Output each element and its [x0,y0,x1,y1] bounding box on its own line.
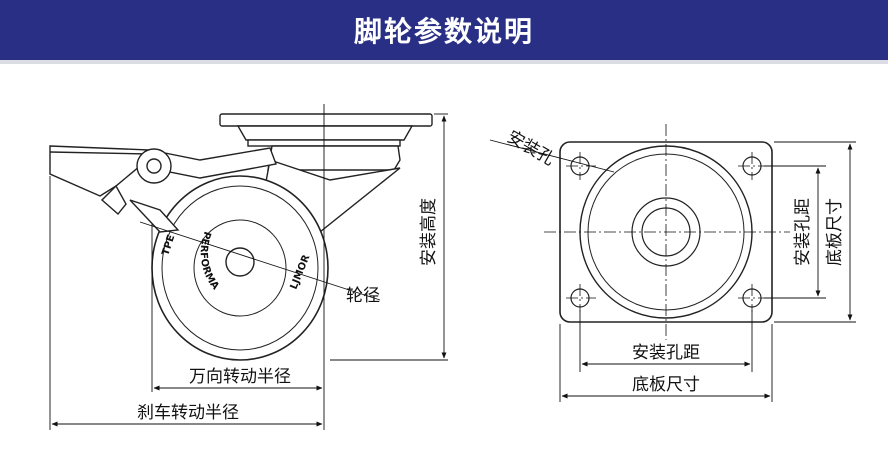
dimension-mount-height [330,113,448,361]
brake-lever [49,145,277,233]
side-view: PERFORMA TPE LJMOR 安装高度 [49,104,448,430]
dimension-hole-distance-vertical [764,165,826,299]
dimension-brake-radius [49,176,323,430]
label-brake-radius: 刹车转动半径 [137,403,239,423]
label-hole-distance-vertical: 安装孔距 [793,198,813,266]
page-title: 脚轮参数说明 [353,15,534,48]
dimension-plate-size-vertical [774,141,856,323]
dimension-hole-distance-horizontal [579,310,753,372]
label-plate-size-horizontal: 底板尺寸 [632,375,700,395]
top-view: 安装孔 安装孔距 底板尺寸 安装孔距 [489,124,856,402]
label-swivel-radius: 万向转动半径 [189,367,291,387]
label-wheel-diameter: 轮径 [346,286,380,306]
title-bar: 脚轮参数说明 [0,0,888,64]
leader-mount-hole [489,139,615,173]
label-mount-hole: 安装孔 [504,127,558,170]
top-plate [219,113,433,147]
label-hole-distance-horizontal: 安装孔距 [632,343,700,363]
dimension-wheel-diameter [139,221,381,301]
dimension-swivel-radius [151,104,325,430]
center-lines [544,124,790,340]
wheel: PERFORMA TPE LJMOR [151,175,329,361]
caster-diagram: PERFORMA TPE LJMOR 安装高度 [49,104,856,430]
label-plate-size-vertical: 底板尺寸 [825,198,845,266]
dimension-plate-size-horizontal [559,324,773,402]
label-mount-height: 安装高度 [419,198,439,266]
